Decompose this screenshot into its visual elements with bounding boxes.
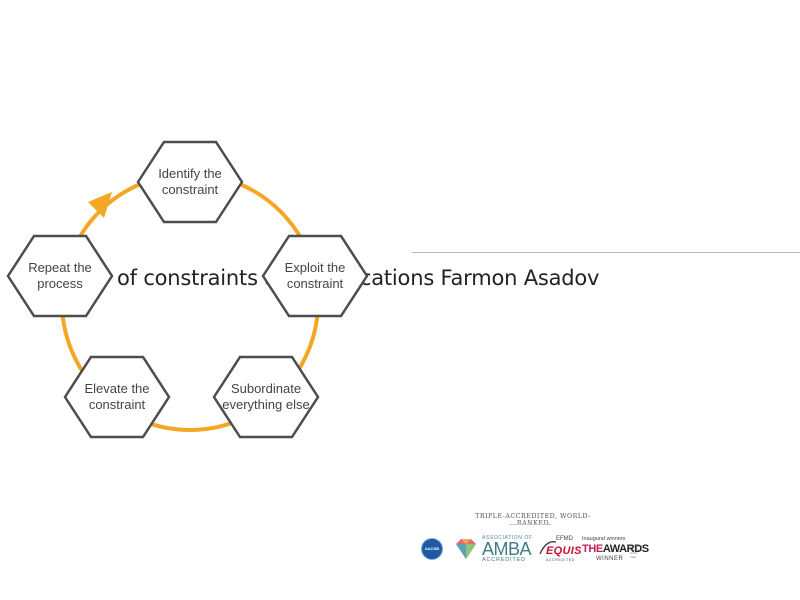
amba-sub-text: ACCREDITED <box>482 557 526 563</box>
the-awards-side-text: Business School of the Year <box>630 544 643 559</box>
step-hexagon-elevate <box>63 355 171 439</box>
step-hexagon-exploit <box>261 234 369 318</box>
accreditation-divider <box>509 524 551 525</box>
step-label-identify: Identify the constraint <box>158 166 222 197</box>
step-label-elevate: Elevate the constraint <box>84 381 150 412</box>
step-label-repeat: Repeat the process <box>28 260 92 291</box>
title-divider <box>412 252 800 253</box>
accreditation-heading: TRIPLE-ACCREDITED, WORLD-RANKED <box>475 513 591 527</box>
equis-logo: EFMD EQUIS ACCREDITED <box>538 536 581 564</box>
the-awards-pre-text: Inaugural winners <box>582 536 626 542</box>
step-hexagon-repeat <box>6 234 114 318</box>
amba-main-text: AMBA <box>482 539 532 559</box>
equis-sub-text: ACCREDITED <box>546 558 575 562</box>
equis-main-text: EQUIS <box>546 545 582 557</box>
equis-swoosh-icon <box>539 541 557 555</box>
equis-efmd-text: EFMD <box>556 536 573 542</box>
step-hexagon-subordinate <box>212 355 320 439</box>
aacsb-logo: AACSB <box>421 538 443 560</box>
the-awards-main-text: THEAWARDS <box>582 543 649 555</box>
step-hexagon-identify <box>136 140 244 224</box>
the-awards-logo: Inaugural winners THEAWARDS Business Sch… <box>582 536 649 564</box>
the-awards-sub-text: WINNER <box>596 556 624 562</box>
step-label-subordinate: Subordinate everything else <box>222 381 310 412</box>
cycle-arrow-icon <box>88 192 112 218</box>
step-label-exploit: Exploit the constraint <box>284 260 346 291</box>
the-awards-rest: AWARDS <box>602 543 649 555</box>
the-awards-the: THE <box>582 543 603 555</box>
amba-assoc-text: ASSOCIATION OF <box>482 535 533 541</box>
amba-gem-icon <box>456 539 476 559</box>
